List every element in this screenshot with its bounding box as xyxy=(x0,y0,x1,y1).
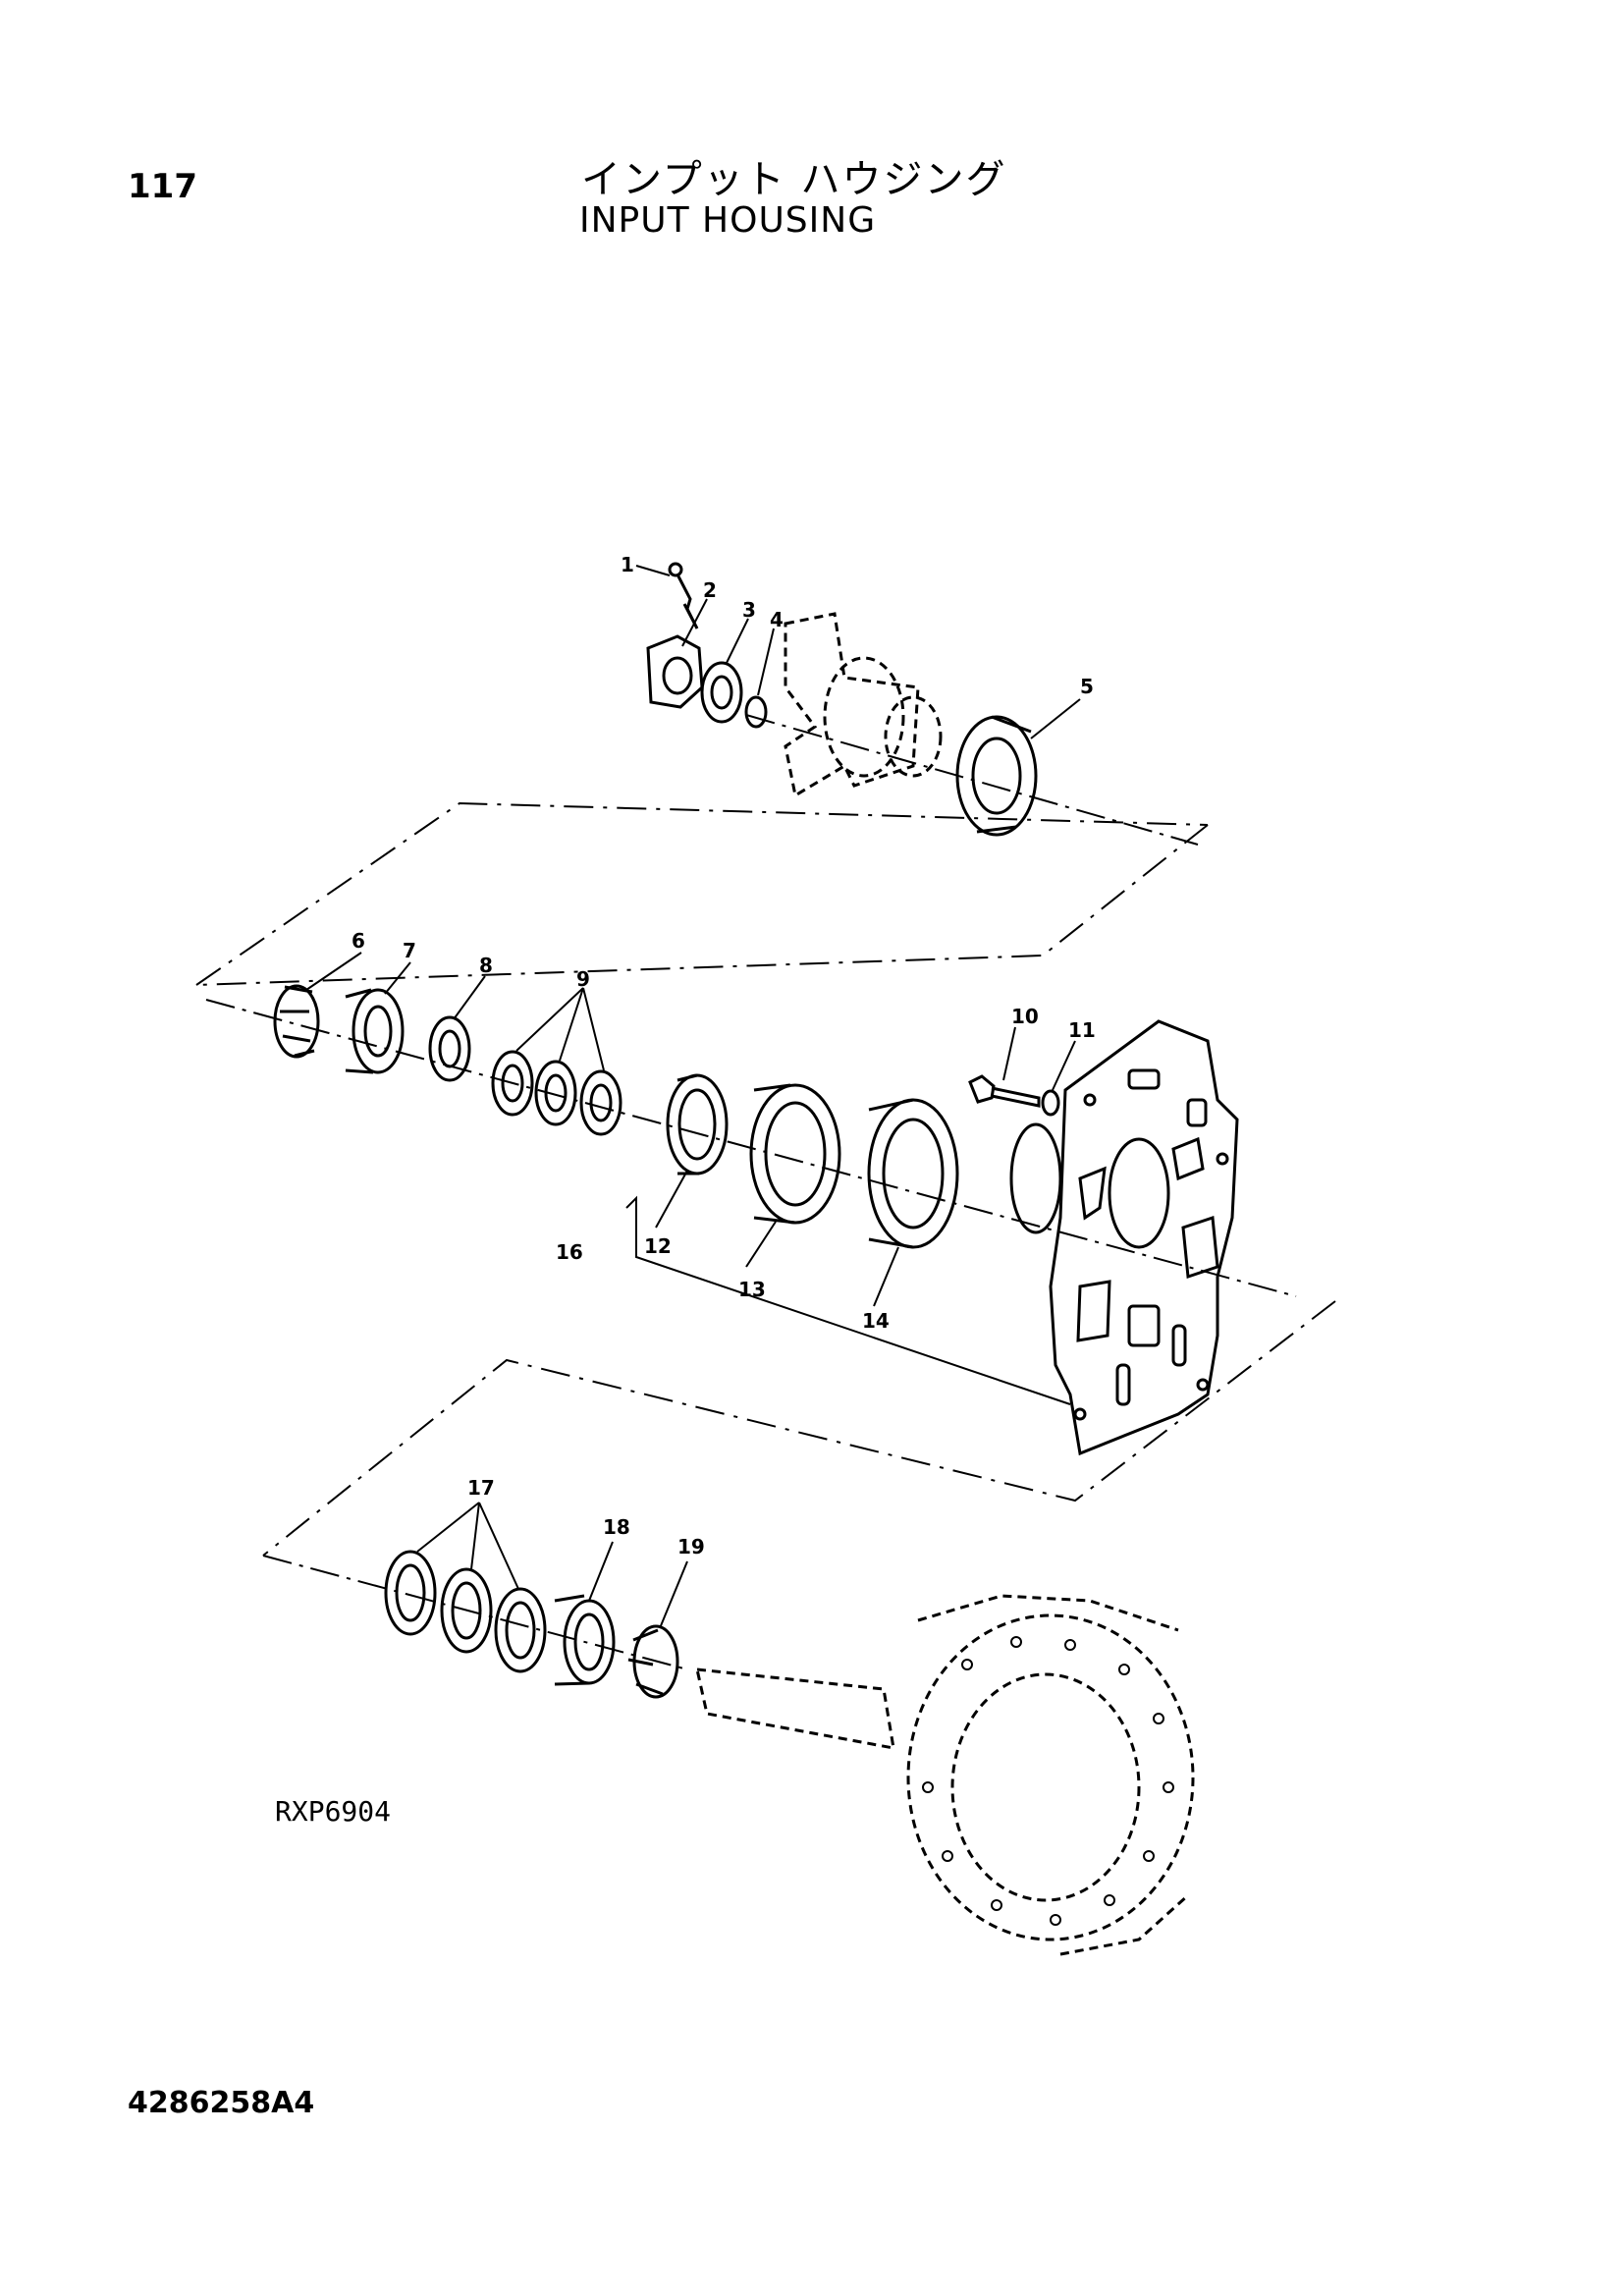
tapered-bearing-part xyxy=(273,984,320,1059)
callout-7: 7 xyxy=(403,939,416,962)
washer-small-part xyxy=(1041,1089,1060,1117)
callout-13: 13 xyxy=(738,1278,766,1301)
lower-bearing-cup-part xyxy=(554,1594,616,1686)
bearing-outer-race-part xyxy=(867,1098,959,1249)
housing-cup-part xyxy=(749,1083,841,1225)
sleeve-part xyxy=(666,1073,729,1175)
callout-17: 17 xyxy=(467,1476,495,1500)
callout-2: 2 xyxy=(703,578,717,602)
callout-14: 14 xyxy=(862,1309,890,1333)
callout-1: 1 xyxy=(621,553,634,576)
callout-16: 16 xyxy=(556,1240,583,1264)
page-title-japanese: インプット ハウジング xyxy=(581,157,1007,202)
bearing-cup-part xyxy=(345,988,405,1074)
callout-6: 6 xyxy=(352,929,365,953)
callout-12: 12 xyxy=(644,1234,672,1258)
callout-9: 9 xyxy=(576,967,590,991)
page-number: 117 xyxy=(128,167,197,206)
callout-10: 10 xyxy=(1011,1005,1039,1028)
spacer-ring-part xyxy=(428,1015,471,1082)
page-title: INPUT HOUSING xyxy=(579,200,877,241)
callout-4: 4 xyxy=(770,608,784,631)
ring-gear-pinion-part xyxy=(695,1594,1195,1956)
document-code: 4286258A4 xyxy=(128,2086,315,2120)
callout-11: 11 xyxy=(1068,1018,1096,1042)
yoke-part xyxy=(784,612,943,798)
shim-parts xyxy=(491,1050,622,1136)
bolt-part xyxy=(968,1074,1041,1108)
washer-part xyxy=(700,661,743,724)
lower-tapered-bearing-part xyxy=(627,1624,679,1699)
input-housing-part xyxy=(1009,1019,1239,1456)
callout-19: 19 xyxy=(677,1535,705,1558)
callout-8: 8 xyxy=(479,954,493,977)
cotter-pin-part xyxy=(668,562,699,629)
oil-seal-part xyxy=(955,715,1038,837)
o-ring-part xyxy=(744,695,768,729)
callout-5: 5 xyxy=(1080,675,1094,698)
castle-nut-part xyxy=(646,634,704,709)
shim-lower-parts xyxy=(384,1550,547,1673)
callout-3: 3 xyxy=(742,598,756,622)
callout-18: 18 xyxy=(603,1515,630,1539)
figure-code: RXP6904 xyxy=(275,1795,392,1828)
